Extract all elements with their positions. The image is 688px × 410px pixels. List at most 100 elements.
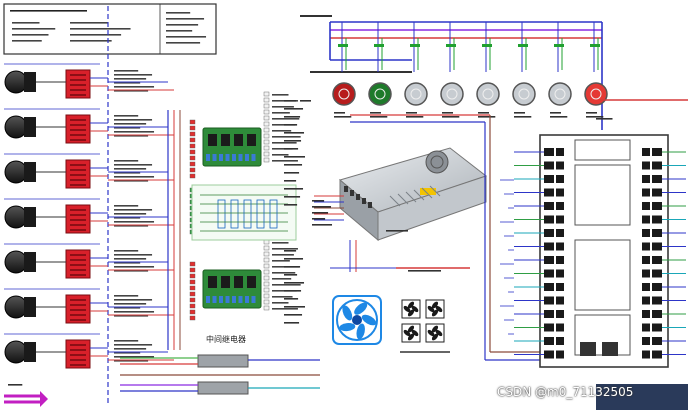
indicator-ring bbox=[482, 88, 494, 100]
plc-terminal-right bbox=[652, 215, 662, 224]
psu-vent bbox=[405, 191, 417, 203]
pcb-terminal bbox=[206, 296, 210, 303]
mid-label-line bbox=[284, 314, 303, 316]
misc-label-line bbox=[386, 230, 408, 232]
driver-fins bbox=[70, 174, 86, 176]
driver-fins bbox=[70, 84, 86, 86]
plc-terminal-left bbox=[544, 175, 554, 183]
driver-fins bbox=[70, 74, 86, 76]
plc-terminal-left bbox=[556, 296, 564, 305]
indicator-lamp-icon bbox=[476, 82, 500, 106]
plc-terminal-left bbox=[556, 283, 564, 291]
driver-fins bbox=[70, 229, 86, 231]
plc-terminal-right bbox=[642, 188, 650, 197]
title-line bbox=[12, 22, 40, 24]
stepper-motor-icon bbox=[4, 70, 28, 94]
driver-fins bbox=[70, 254, 86, 256]
title-line bbox=[166, 24, 199, 26]
rail-marker bbox=[482, 44, 492, 47]
indicator-label-line bbox=[334, 116, 352, 118]
terminal-label-line bbox=[272, 242, 289, 244]
misc-label-line bbox=[300, 100, 311, 102]
fan-blade bbox=[342, 305, 353, 321]
plc-terminal-left bbox=[544, 323, 554, 332]
terminal-label-line bbox=[272, 118, 300, 120]
terminal-block bbox=[263, 97, 270, 103]
driver-fins bbox=[70, 309, 86, 311]
terminal-block bbox=[263, 151, 270, 157]
driver-fins bbox=[70, 209, 86, 211]
mid-label-line bbox=[284, 188, 304, 190]
pcb-terminal bbox=[232, 154, 236, 161]
plc-terminal-left bbox=[556, 323, 564, 332]
stepper-motor-icon bbox=[4, 115, 28, 139]
rail-marker bbox=[446, 44, 456, 47]
driver-label-line bbox=[114, 160, 139, 162]
mid-label-line bbox=[284, 282, 305, 284]
mid-label-line bbox=[284, 132, 305, 134]
driver-fins bbox=[70, 269, 86, 271]
terminal-block bbox=[189, 173, 196, 179]
driver-fins bbox=[70, 129, 86, 131]
pcb-terminal bbox=[232, 296, 236, 303]
motor-driver-row bbox=[4, 108, 174, 144]
indicator-label-line bbox=[370, 112, 381, 114]
pcb-terminal bbox=[219, 154, 223, 161]
terminal-block bbox=[189, 261, 196, 267]
misc-labels bbox=[8, 100, 613, 386]
power-rails-top bbox=[300, 15, 603, 130]
terminal-label-line bbox=[272, 308, 298, 310]
schematic-component bbox=[243, 199, 252, 229]
indicator-ring bbox=[338, 88, 350, 100]
mid-label-line bbox=[284, 298, 299, 300]
pcb-terminal bbox=[238, 296, 243, 303]
pcb-terminal bbox=[219, 296, 223, 303]
driver-label-line bbox=[114, 209, 153, 211]
psu-vent bbox=[389, 195, 401, 207]
indicator-ring bbox=[518, 88, 530, 100]
driver-fins bbox=[70, 349, 86, 351]
driver-fins bbox=[70, 164, 86, 166]
terminal-label-line bbox=[272, 272, 296, 274]
cooling-fan-large bbox=[332, 295, 382, 345]
plc-terminal-right bbox=[652, 269, 662, 278]
driver-fins bbox=[70, 214, 86, 216]
driver-label-line bbox=[114, 119, 153, 121]
terminal-label-line bbox=[272, 124, 296, 126]
terminal-block bbox=[263, 239, 270, 245]
relay-module-bottom bbox=[120, 354, 320, 395]
small-fan-blade bbox=[407, 301, 415, 309]
rail-marker bbox=[518, 44, 528, 47]
title-line bbox=[12, 28, 56, 30]
indicator-label-line bbox=[334, 112, 345, 114]
terminal-block bbox=[189, 155, 196, 161]
rail-marker bbox=[590, 44, 600, 47]
small-fan-frame bbox=[401, 299, 421, 319]
pcb-terminal bbox=[251, 296, 256, 303]
plc-controller bbox=[500, 134, 686, 368]
small-fan-blade bbox=[427, 305, 435, 313]
rail-marker bbox=[410, 44, 420, 47]
small-fan-frame bbox=[425, 323, 445, 343]
plc-terminal-right bbox=[642, 161, 650, 170]
mid-label-line bbox=[284, 258, 304, 260]
indicator-lamp-icon bbox=[368, 82, 392, 106]
driver-label-line bbox=[114, 311, 155, 313]
indicator-lamp-icon bbox=[404, 82, 428, 106]
pcb-relay bbox=[221, 134, 230, 146]
terminal-block bbox=[263, 139, 270, 145]
title-line bbox=[70, 40, 112, 42]
terminal-block bbox=[263, 287, 270, 293]
indicator-label-line bbox=[550, 116, 568, 118]
terminal-block bbox=[263, 109, 270, 115]
pcb-terminal bbox=[245, 296, 249, 303]
driver-fins bbox=[70, 139, 86, 141]
plc-terminal-left bbox=[544, 229, 554, 237]
plc-terminal-right bbox=[652, 175, 662, 183]
terminal-label-line bbox=[272, 284, 301, 286]
fan-blade bbox=[339, 322, 356, 332]
plc-terminal-right bbox=[652, 350, 662, 359]
indicator-label-line bbox=[586, 116, 604, 118]
plc-terminal-left bbox=[544, 256, 554, 264]
